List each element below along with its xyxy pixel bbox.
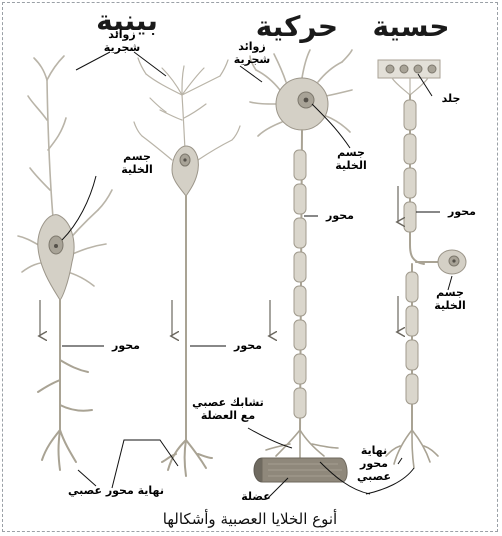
heading-motor: حركية bbox=[260, 10, 338, 43]
interneuron-left-axon bbox=[38, 300, 92, 470]
label-axon-motor: محور bbox=[318, 209, 362, 222]
label-muscle: عضلة bbox=[234, 490, 278, 503]
sensory-neuron bbox=[378, 60, 466, 468]
label-cell-body-motor: جسم الخلية bbox=[326, 146, 376, 172]
label-axon-interneuron-left: محور bbox=[104, 339, 148, 352]
motor-neuron-terminals bbox=[266, 430, 338, 460]
label-axon-interneuron-pyramidal: محور bbox=[226, 339, 270, 352]
figure-caption: أنوع الخلايا العصبية وأشكالها bbox=[100, 510, 400, 528]
label-dendrites-motor: زوائد شجرية bbox=[224, 40, 280, 66]
label-pointers bbox=[62, 52, 452, 498]
interneuron-pyramidal-cell-body bbox=[172, 146, 198, 196]
heading-sensory: حسية bbox=[366, 10, 456, 43]
label-neuromuscular-synapse: تشابك عصبي مع العضلة bbox=[190, 396, 266, 422]
muscle bbox=[254, 458, 347, 482]
label-skin: جلد bbox=[434, 92, 468, 105]
label-dendrites-interneuron: زوائد شجرية bbox=[94, 28, 150, 54]
interneuron-left-cell-body bbox=[38, 215, 74, 300]
label-axon-terminal-sensory: نهاية محور عصبي bbox=[346, 444, 402, 483]
label-cell-body-sensory: جسم الخلية bbox=[422, 286, 478, 312]
interneuron-pyramidal-axon bbox=[162, 196, 212, 476]
label-cell-body-interneuron: جسم الخلية bbox=[112, 150, 162, 176]
skin bbox=[378, 60, 440, 78]
motor-neuron-axon bbox=[294, 130, 306, 430]
interneuron-pyramidal-dendrites bbox=[134, 58, 240, 160]
label-axon-sensory: محور bbox=[440, 205, 484, 218]
interneuron-left bbox=[18, 56, 112, 470]
label-axon-terminal-interneuron: نهاية محور عصبي bbox=[60, 484, 172, 497]
